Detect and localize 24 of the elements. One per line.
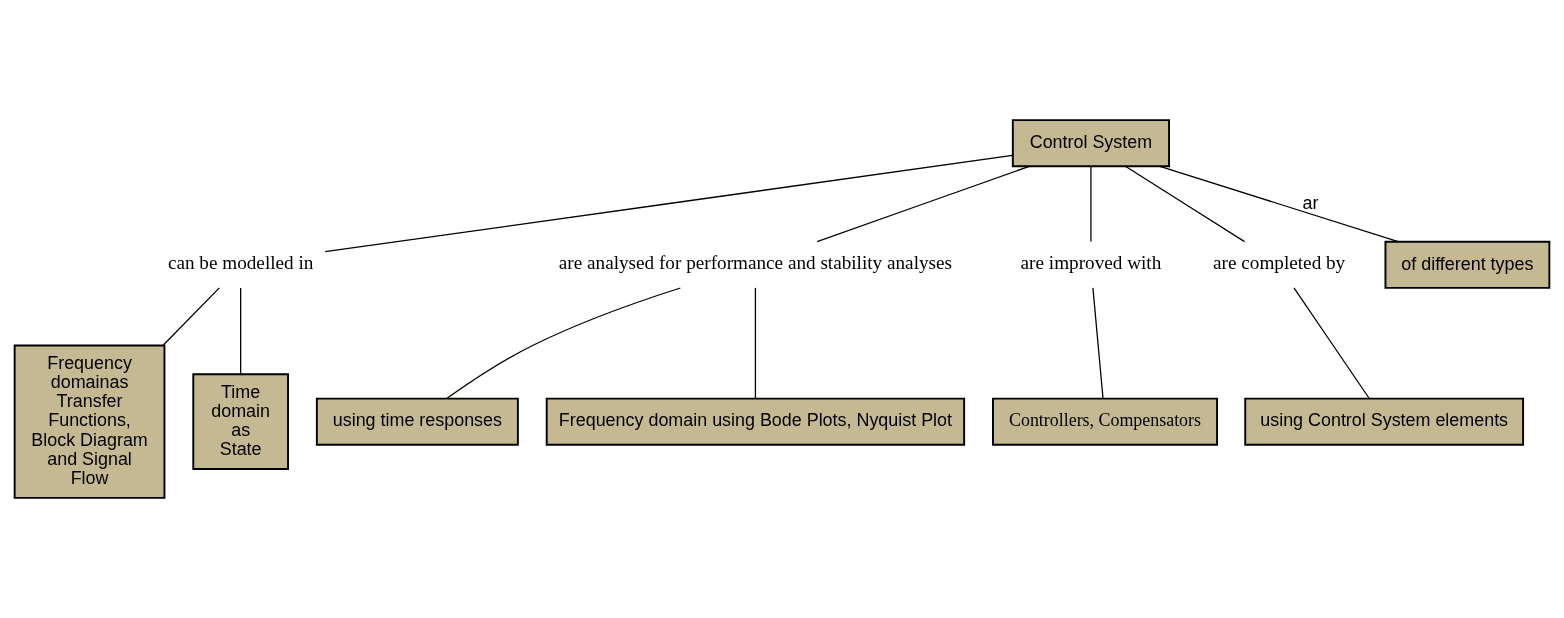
connector bbox=[1293, 287, 1370, 399]
connector bbox=[446, 287, 682, 399]
connector bbox=[324, 154, 1014, 253]
node-box: Controllers, Compensators bbox=[992, 397, 1218, 446]
connector bbox=[1092, 287, 1104, 399]
node-text: are completed by bbox=[1213, 252, 1346, 274]
node-box: of different types bbox=[1384, 240, 1551, 289]
connector bbox=[1090, 165, 1092, 243]
node-text: are improved with bbox=[1020, 252, 1162, 274]
node-text: can be modelled in bbox=[167, 252, 314, 274]
node-box: Time domain as State bbox=[192, 373, 289, 471]
node-box: Frequency domainas Transfer Functions, Block Diagram and Signal Flow bbox=[13, 344, 166, 499]
node-box: using time responses bbox=[315, 397, 519, 446]
node-box: Control System bbox=[1011, 119, 1170, 168]
node-text: are analysed for performance and stability analyses bbox=[558, 252, 953, 274]
node-box: using Control System elements bbox=[1244, 397, 1525, 446]
connector bbox=[754, 287, 757, 399]
node-box: Frequency domain using Bode Plots, Nyquist Plot bbox=[545, 397, 966, 446]
connector bbox=[240, 287, 242, 375]
connector bbox=[816, 165, 1031, 243]
connector bbox=[1159, 165, 1399, 243]
connector bbox=[1124, 165, 1246, 243]
edge-label: ar bbox=[1302, 192, 1319, 213]
connector bbox=[162, 287, 220, 347]
